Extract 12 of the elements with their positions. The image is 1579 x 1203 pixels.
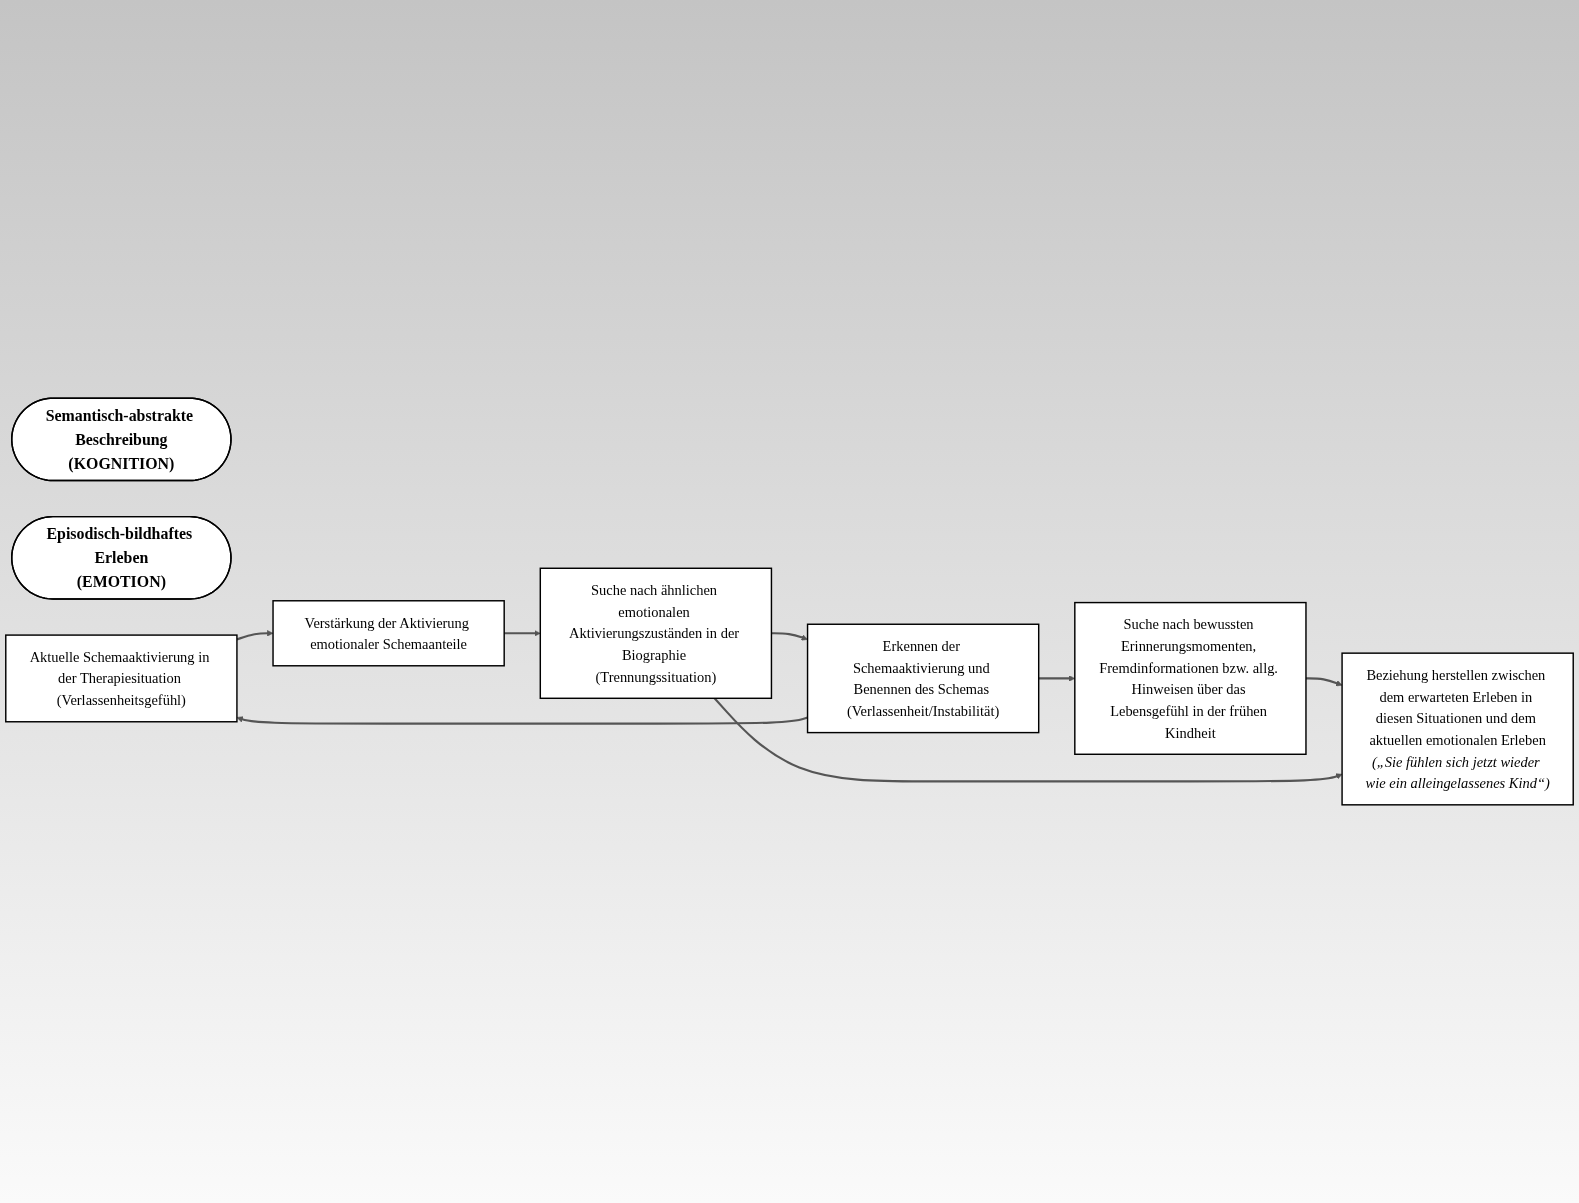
node-box: Suche nach ähnlichen emotionalen Aktivierungszuständen in der Biographie (Trennungssituation): [539, 567, 773, 699]
node-box: Verstärkung der Aktivierung emotionaler Schemaanteile: [272, 600, 505, 667]
arrow: [236, 716, 808, 725]
arrow: [771, 632, 808, 641]
arrow: [1305, 677, 1343, 687]
node-box: Suche nach bewussten Erinnerungsmomenten, Fremdinformationen bzw. allg. Hinweisen über das Lebensgefühl in der frühen Kindheit: [1074, 601, 1307, 755]
node-box: Beziehung herstellen zwischen dem erwarteten Erleben in diesen Situationen und dem aktuellen emotionalen Erleben („Sie fühlen sich jetzt wieder wie ein alleingelassenes Kind“): [1341, 652, 1574, 806]
arrow: [236, 630, 274, 641]
node-box: Aktuelle Schemaaktivierung in der Therapiesituation (Verlassenheitsgefühl): [5, 634, 238, 723]
node-box: Erkennen der Schemaaktivierung und Benennen des Schemas (Verlassenheit/Instabilität): [806, 623, 1040, 734]
arrow: [713, 697, 1343, 783]
arrow: [504, 630, 541, 637]
